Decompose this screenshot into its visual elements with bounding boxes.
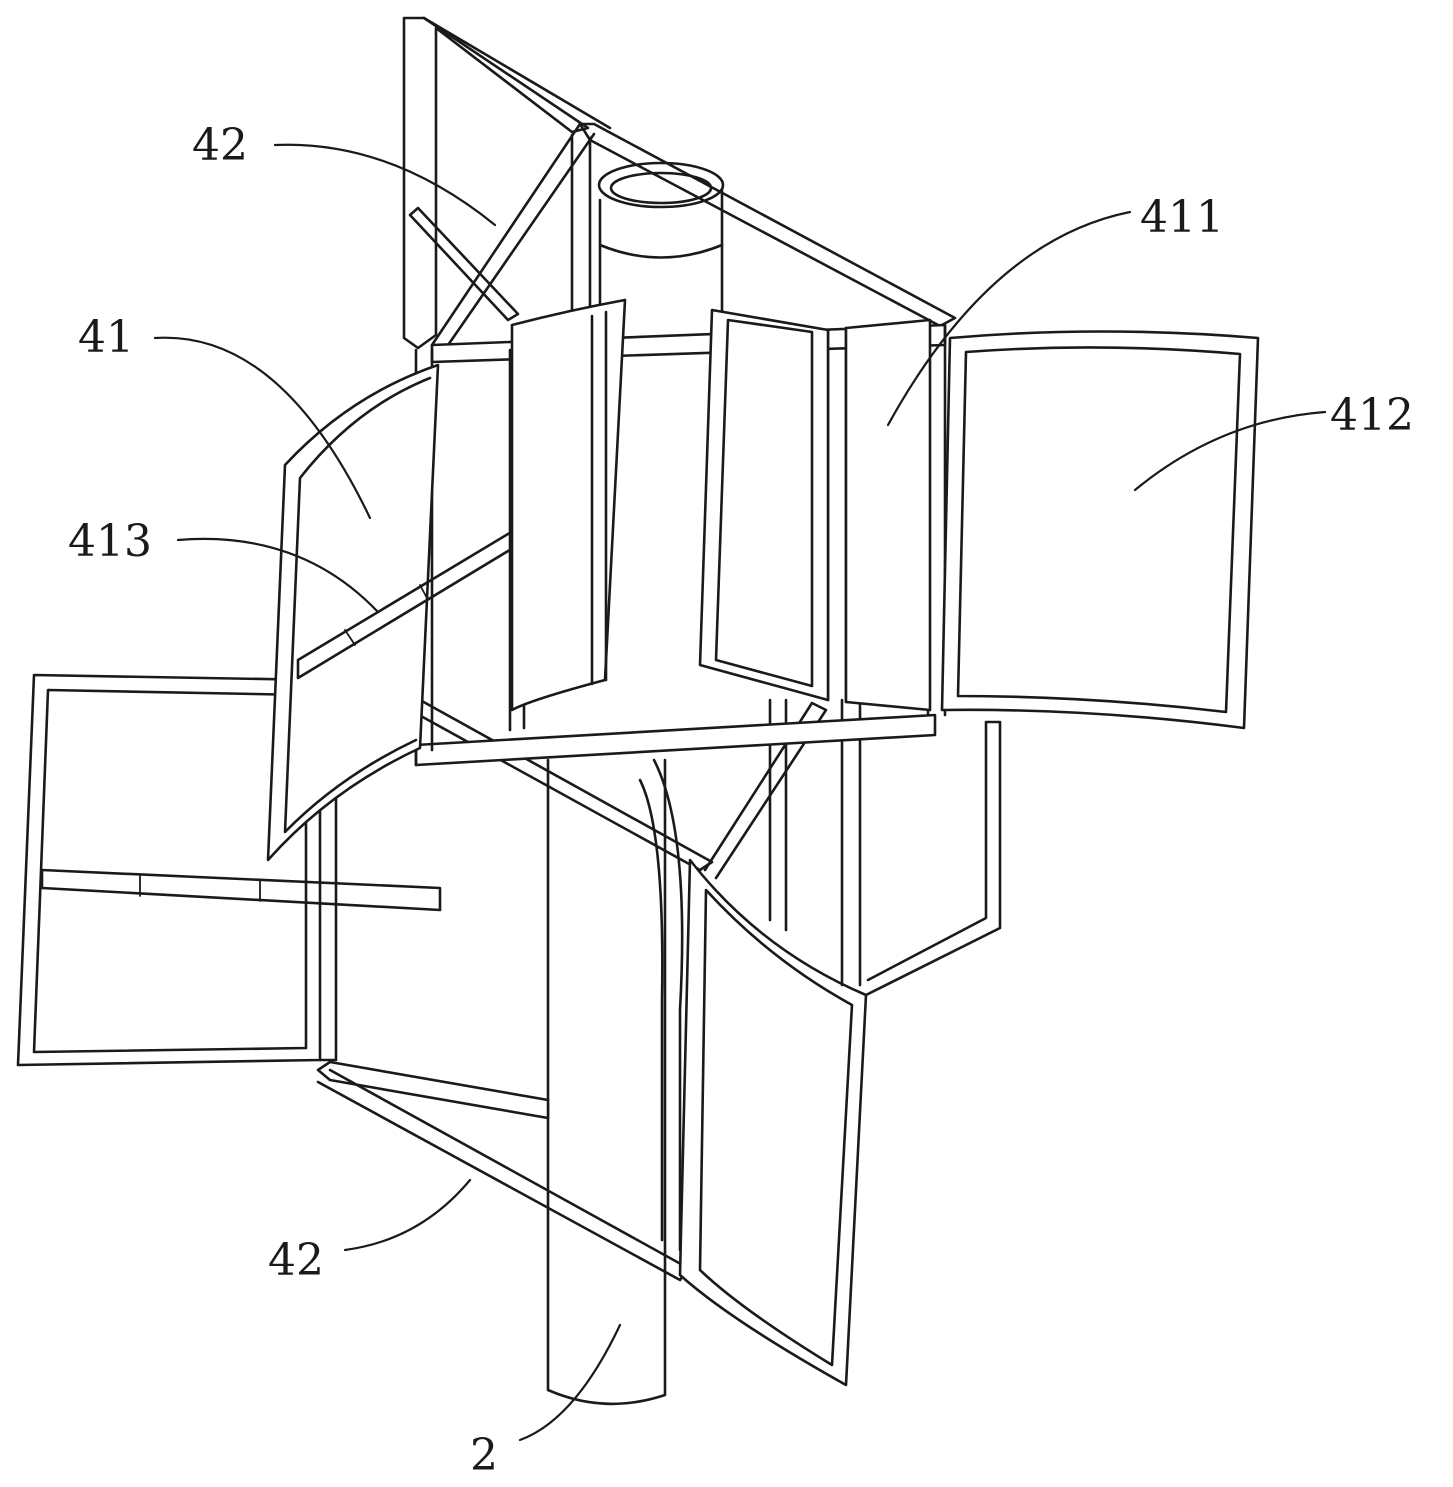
label-2: 2: [470, 1430, 498, 1481]
left-upper-blade: [266, 363, 520, 862]
label-42-bottom: 42: [268, 1235, 324, 1286]
leader-2: [518, 1323, 622, 1442]
center-inner-blade: [510, 298, 627, 712]
label-42-top: 42: [192, 120, 248, 171]
back-vertical-frame: [402, 16, 612, 350]
leader-411: [886, 210, 1132, 427]
left-lower-blade: [16, 673, 442, 1067]
leader-412: [1133, 410, 1327, 492]
leader-42-top: [273, 143, 497, 227]
label-413: 413: [68, 516, 152, 567]
leader-lines: [153, 143, 1327, 1442]
leader-42-bottom: [343, 1178, 472, 1252]
leader-413: [176, 537, 380, 614]
label-412: 412: [1330, 390, 1414, 441]
label-41: 41: [78, 312, 134, 363]
lower-right-blade: [638, 701, 1002, 1387]
leader-41: [153, 336, 372, 520]
label-411: 411: [1140, 192, 1224, 243]
inner-blade-411: [698, 308, 932, 712]
reference-labels: 42 41 413 411 412 42 2: [68, 120, 1414, 1481]
outer-blade-412: [940, 330, 1260, 730]
top-connecting-frame: [408, 122, 957, 350]
